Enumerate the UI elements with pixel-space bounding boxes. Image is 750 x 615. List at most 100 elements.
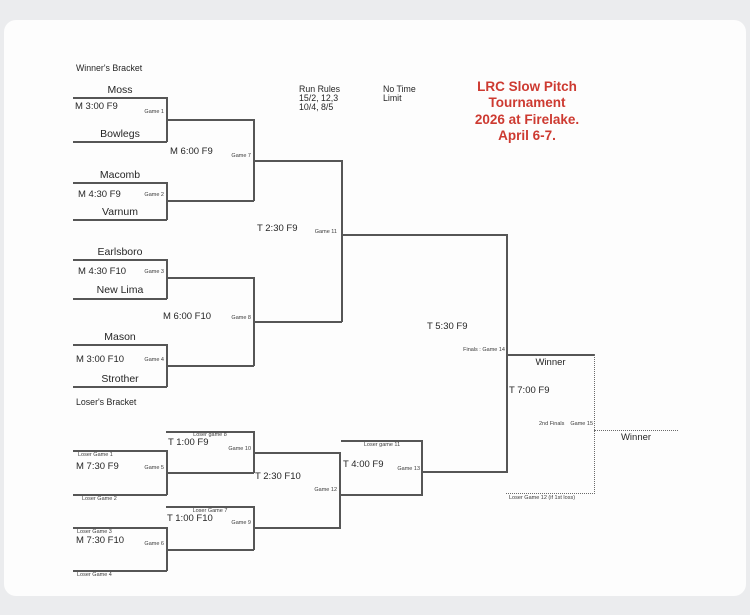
- game8-label: Game 8: [231, 315, 251, 321]
- line-moss: [73, 97, 167, 99]
- team-mason: Mason: [104, 331, 136, 343]
- team-earlsboro: Earlsboro: [97, 246, 143, 258]
- game15-number-label: Game 15: [570, 421, 593, 427]
- line-loser-game1-slot: [73, 450, 167, 452]
- game6-time: M 7:30 F10: [76, 535, 125, 546]
- line-game14-connector: [506, 234, 508, 473]
- line-loser-game11-slot: [341, 440, 423, 442]
- slot-loser-game7: Loser Game 7: [192, 508, 228, 514]
- line-finals-out: [506, 354, 595, 356]
- game5-time: M 7:30 F9: [76, 461, 119, 472]
- game11-time: T 2:30 F9: [257, 223, 298, 234]
- line-game12-connector: [339, 452, 341, 528]
- team-varnum: Varnum: [102, 206, 138, 218]
- game12-label: Game 12: [314, 487, 337, 493]
- title-line1: LRC Slow Pitch: [477, 79, 577, 94]
- team-strother: Strother: [101, 373, 139, 385]
- line-game8-out: [253, 321, 342, 323]
- line-game5-out: [166, 472, 254, 474]
- game3-time: M 4:30 F10: [78, 266, 127, 277]
- winners-bracket-heading: Winner's Bracket: [76, 63, 143, 73]
- game4-time: M 3:00 F10: [76, 354, 125, 365]
- game10-time: T 1:00 F9: [168, 437, 209, 448]
- line-game6-out: [166, 549, 254, 551]
- title-line4: April 6-7.: [498, 128, 556, 144]
- second-finals-winner-label: Winner: [620, 432, 652, 443]
- game13-label: Game 13: [397, 466, 420, 472]
- game7-time: M 6:00 F9: [170, 146, 213, 157]
- no-time-line2: Limit: [383, 92, 402, 103]
- game3-label: Game 3: [144, 269, 164, 275]
- line-game2-out: [166, 200, 254, 202]
- game6-label: Game 6: [144, 541, 164, 547]
- line-loser-game8-slot: [166, 431, 254, 433]
- title-line3: 2026 at Firelake.: [474, 111, 580, 127]
- line-newlima: [73, 298, 167, 300]
- team-bowlegs: Bowlegs: [100, 128, 140, 140]
- line-game9-out: [253, 527, 341, 529]
- line-game1-out: [166, 119, 254, 121]
- game10-label: Game 10: [228, 446, 251, 452]
- slot-loser-game4: Loser Game 4: [77, 572, 112, 578]
- line-loser-game7-slot: [166, 506, 254, 508]
- team-new-lima: New Lima: [96, 284, 144, 296]
- team-macomb: Macomb: [99, 169, 141, 181]
- slot-loser-game11: Loser game 11: [363, 442, 401, 448]
- run-rules-line3: 10/4, 8/5: [299, 101, 334, 112]
- losers-bracket-heading: Loser's Bracket: [76, 397, 137, 407]
- line-game10-out: [253, 452, 341, 454]
- game12-time: T 2:30 F10: [255, 471, 301, 482]
- game15-time: T 7:00 F9: [509, 385, 550, 396]
- game14-label: Finals : Game 14: [463, 347, 505, 353]
- no-time-limit-note: No Time Limit: [383, 85, 416, 103]
- line-loser-game3-slot: [73, 527, 167, 529]
- run-rules-line2: 15/2, 12,3: [299, 92, 339, 103]
- line-game4-out: [166, 365, 254, 367]
- game15-label: 2nd Finals: [538, 421, 565, 427]
- slot-loser-game8: Loser game 8: [193, 432, 227, 438]
- game7-label: Game 7: [231, 153, 251, 159]
- line-game11-out: [341, 234, 507, 236]
- game11-label: Game 11: [314, 229, 337, 235]
- line-game3-connector: [166, 259, 168, 299]
- finals-winner-label: Winner: [535, 357, 566, 368]
- team-moss: Moss: [107, 84, 133, 96]
- game4-label: Game 4: [144, 357, 164, 363]
- run-rules-line1: Run Rules: [299, 84, 341, 94]
- game14-time: T 5:30 F9: [427, 321, 468, 332]
- game2-time: M 4:30 F9: [78, 189, 121, 200]
- game9-time: T 1:00 F10: [167, 513, 213, 524]
- line-game13-connector: [421, 440, 423, 495]
- line-loser-game2-slot: [73, 494, 167, 496]
- line-strother: [73, 386, 167, 388]
- line-game15-connector-dotted: [594, 354, 595, 494]
- game1-time: M 3:00 F9: [75, 101, 118, 112]
- line-game11-connector: [341, 160, 343, 322]
- line-earlsboro: [73, 259, 167, 261]
- run-rules-note: Run Rules 15/2, 12,3 10/4, 8/5: [299, 85, 340, 111]
- line-macomb: [73, 182, 167, 184]
- line-game15-out-dotted: [594, 430, 678, 431]
- title-line2: Tournament: [488, 95, 566, 111]
- line-game15-loser-in-dotted: [506, 493, 595, 494]
- line-mason: [73, 344, 167, 346]
- slot-loser-game3: Loser Game 3: [77, 529, 112, 535]
- line-varnum: [73, 219, 167, 221]
- game8-time: M 6:00 F10: [163, 311, 212, 322]
- line-game7-out: [253, 160, 342, 162]
- paper-sheet: [4, 20, 746, 596]
- slot-loser-game1: Loser Game 1: [78, 452, 113, 458]
- game2-label: Game 2: [144, 192, 164, 198]
- game15-label-row: 2nd Finals Game 15: [480, 421, 593, 427]
- line-game3-out: [166, 277, 254, 279]
- line-game12-out: [339, 494, 423, 496]
- game9-label: Game 9: [231, 520, 251, 526]
- line-loser-game4-slot: [73, 570, 167, 572]
- line-game13-out: [421, 471, 507, 473]
- tournament-title: LRC Slow Pitch Tournament 2026 at Firela…: [438, 79, 616, 145]
- slot-loser-game2: Loser Game 2: [82, 496, 117, 502]
- game5-label: Game 5: [144, 465, 164, 471]
- game13-time: T 4:00 F9: [343, 459, 384, 470]
- game15-loser-note: Loser Game 12 (if 1st loss): [509, 495, 576, 501]
